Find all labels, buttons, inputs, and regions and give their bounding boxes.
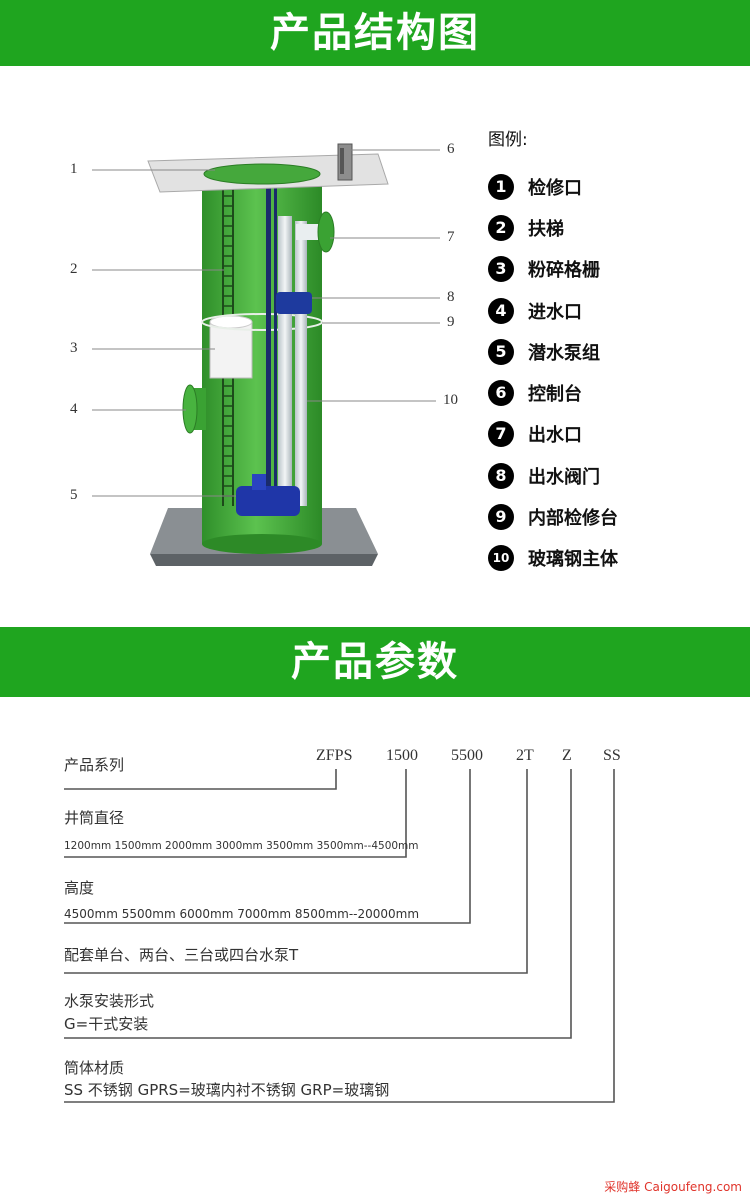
legend-item: 5 潜水泵组 xyxy=(488,331,618,372)
row-install-detail: G=干式安装 xyxy=(64,1015,149,1033)
row-material-label: 筒体材质 xyxy=(64,1059,125,1077)
legend-number-badge: 2 xyxy=(488,214,514,241)
watermark: 采购蜂 Caigoufeng.com xyxy=(604,1180,742,1194)
code-material: SS xyxy=(603,747,621,764)
inner-platform xyxy=(201,313,323,331)
control-cabinet xyxy=(337,143,353,181)
outlet-valves xyxy=(276,292,312,314)
callout-number: 2 xyxy=(70,261,78,277)
structure-title: 产品结构图 xyxy=(270,10,480,56)
legend-label: 检修口 xyxy=(528,177,582,199)
callout-number: 1 xyxy=(70,161,78,177)
legend-label: 进水口 xyxy=(528,301,582,323)
legend-item: 9 内部检修台 xyxy=(488,496,618,537)
legend-label: 出水阀门 xyxy=(528,466,600,488)
grinder-grate xyxy=(209,315,253,379)
code-install-type: Z xyxy=(562,747,572,764)
legend-number-badge: 5 xyxy=(488,338,514,365)
code-height: 5500 xyxy=(451,747,483,764)
submersible-pumps xyxy=(236,474,300,516)
row-material-detail: SS 不锈钢 GPRS=玻璃内衬不锈钢 GRP=玻璃钢 xyxy=(64,1081,390,1099)
pump-station-diagram xyxy=(92,143,440,566)
model-code-breakdown: ZFPS 1500 5500 2T Z SS 产品系列 井筒直径 1200mm … xyxy=(0,697,750,1203)
legend-number-badge: 3 xyxy=(488,256,514,283)
callout-number: 6 xyxy=(447,141,455,157)
legend-label: 扶梯 xyxy=(528,218,564,240)
structure-banner: 产品结构图 xyxy=(0,0,750,66)
code-leader-line xyxy=(64,769,337,790)
callout-number: 10 xyxy=(443,392,458,408)
callout-number: 7 xyxy=(447,229,455,245)
row-diameter-label: 井筒直径 xyxy=(64,809,125,827)
legend-title: 图例: xyxy=(488,130,528,150)
params-title: 产品参数 xyxy=(291,639,459,685)
code-leader-line xyxy=(64,769,528,974)
legend-item: 8 出水阀门 xyxy=(488,455,618,496)
legend-item: 4 进水口 xyxy=(488,290,618,331)
code-leader-line xyxy=(64,769,471,924)
code-leader-line xyxy=(64,769,407,858)
row-install-label: 水泵安装形式 xyxy=(64,992,155,1010)
callout-number: 5 xyxy=(70,487,78,503)
callout-number: 9 xyxy=(447,314,455,330)
legend-item: 1 检修口 xyxy=(488,166,618,207)
code-leader-line xyxy=(64,769,615,1103)
inlet-pipe xyxy=(182,384,206,434)
legend-number-badge: 10 xyxy=(488,545,514,572)
row-diameter-detail: 1200mm 1500mm 2000mm 3000mm 3500mm 3500m… xyxy=(64,840,419,852)
legend-number-badge: 6 xyxy=(488,380,514,407)
callout-number: 8 xyxy=(447,289,455,305)
code-diameter: 1500 xyxy=(386,747,418,764)
callout-number: 4 xyxy=(70,401,78,417)
callout-number: 3 xyxy=(70,340,78,356)
legend-number-badge: 4 xyxy=(488,297,514,324)
code-leader-lines xyxy=(64,769,615,1103)
legend-number-badge: 9 xyxy=(488,504,514,531)
legend-label: 出水口 xyxy=(528,425,582,447)
row-pump-count-label: 配套单台、两台、三台或四台水泵T xyxy=(64,946,299,964)
code-leader-line xyxy=(64,769,572,1039)
code-series: ZFPS xyxy=(316,747,353,764)
legend-label: 玻璃钢主体 xyxy=(528,549,618,571)
legend-item: 7 出水口 xyxy=(488,414,618,455)
params-banner: 产品参数 xyxy=(0,627,750,697)
row-height-label: 高度 xyxy=(64,879,95,897)
legend-number-badge: 7 xyxy=(488,421,514,448)
legend-number-badge: 1 xyxy=(488,173,514,200)
code-pump-count: 2T xyxy=(516,747,534,764)
outlet-pipe xyxy=(296,211,335,253)
top-slab xyxy=(147,153,389,193)
legend-label: 控制台 xyxy=(528,384,582,406)
legend-item: 2 扶梯 xyxy=(488,207,618,248)
legend-label: 潜水泵组 xyxy=(528,342,600,364)
legend-number-badge: 8 xyxy=(488,462,514,489)
row-height-detail: 4500mm 5500mm 6000mm 7000mm 8500mm--2000… xyxy=(64,907,420,921)
legend-item: 3 粉碎格栅 xyxy=(488,249,618,290)
legend-item: 10 玻璃钢主体 xyxy=(488,538,618,579)
legend-item: 6 控制台 xyxy=(488,372,618,413)
legend-label: 粉碎格栅 xyxy=(528,260,600,282)
row-series-label: 产品系列 xyxy=(64,756,125,774)
legend-label: 内部检修台 xyxy=(528,508,618,530)
